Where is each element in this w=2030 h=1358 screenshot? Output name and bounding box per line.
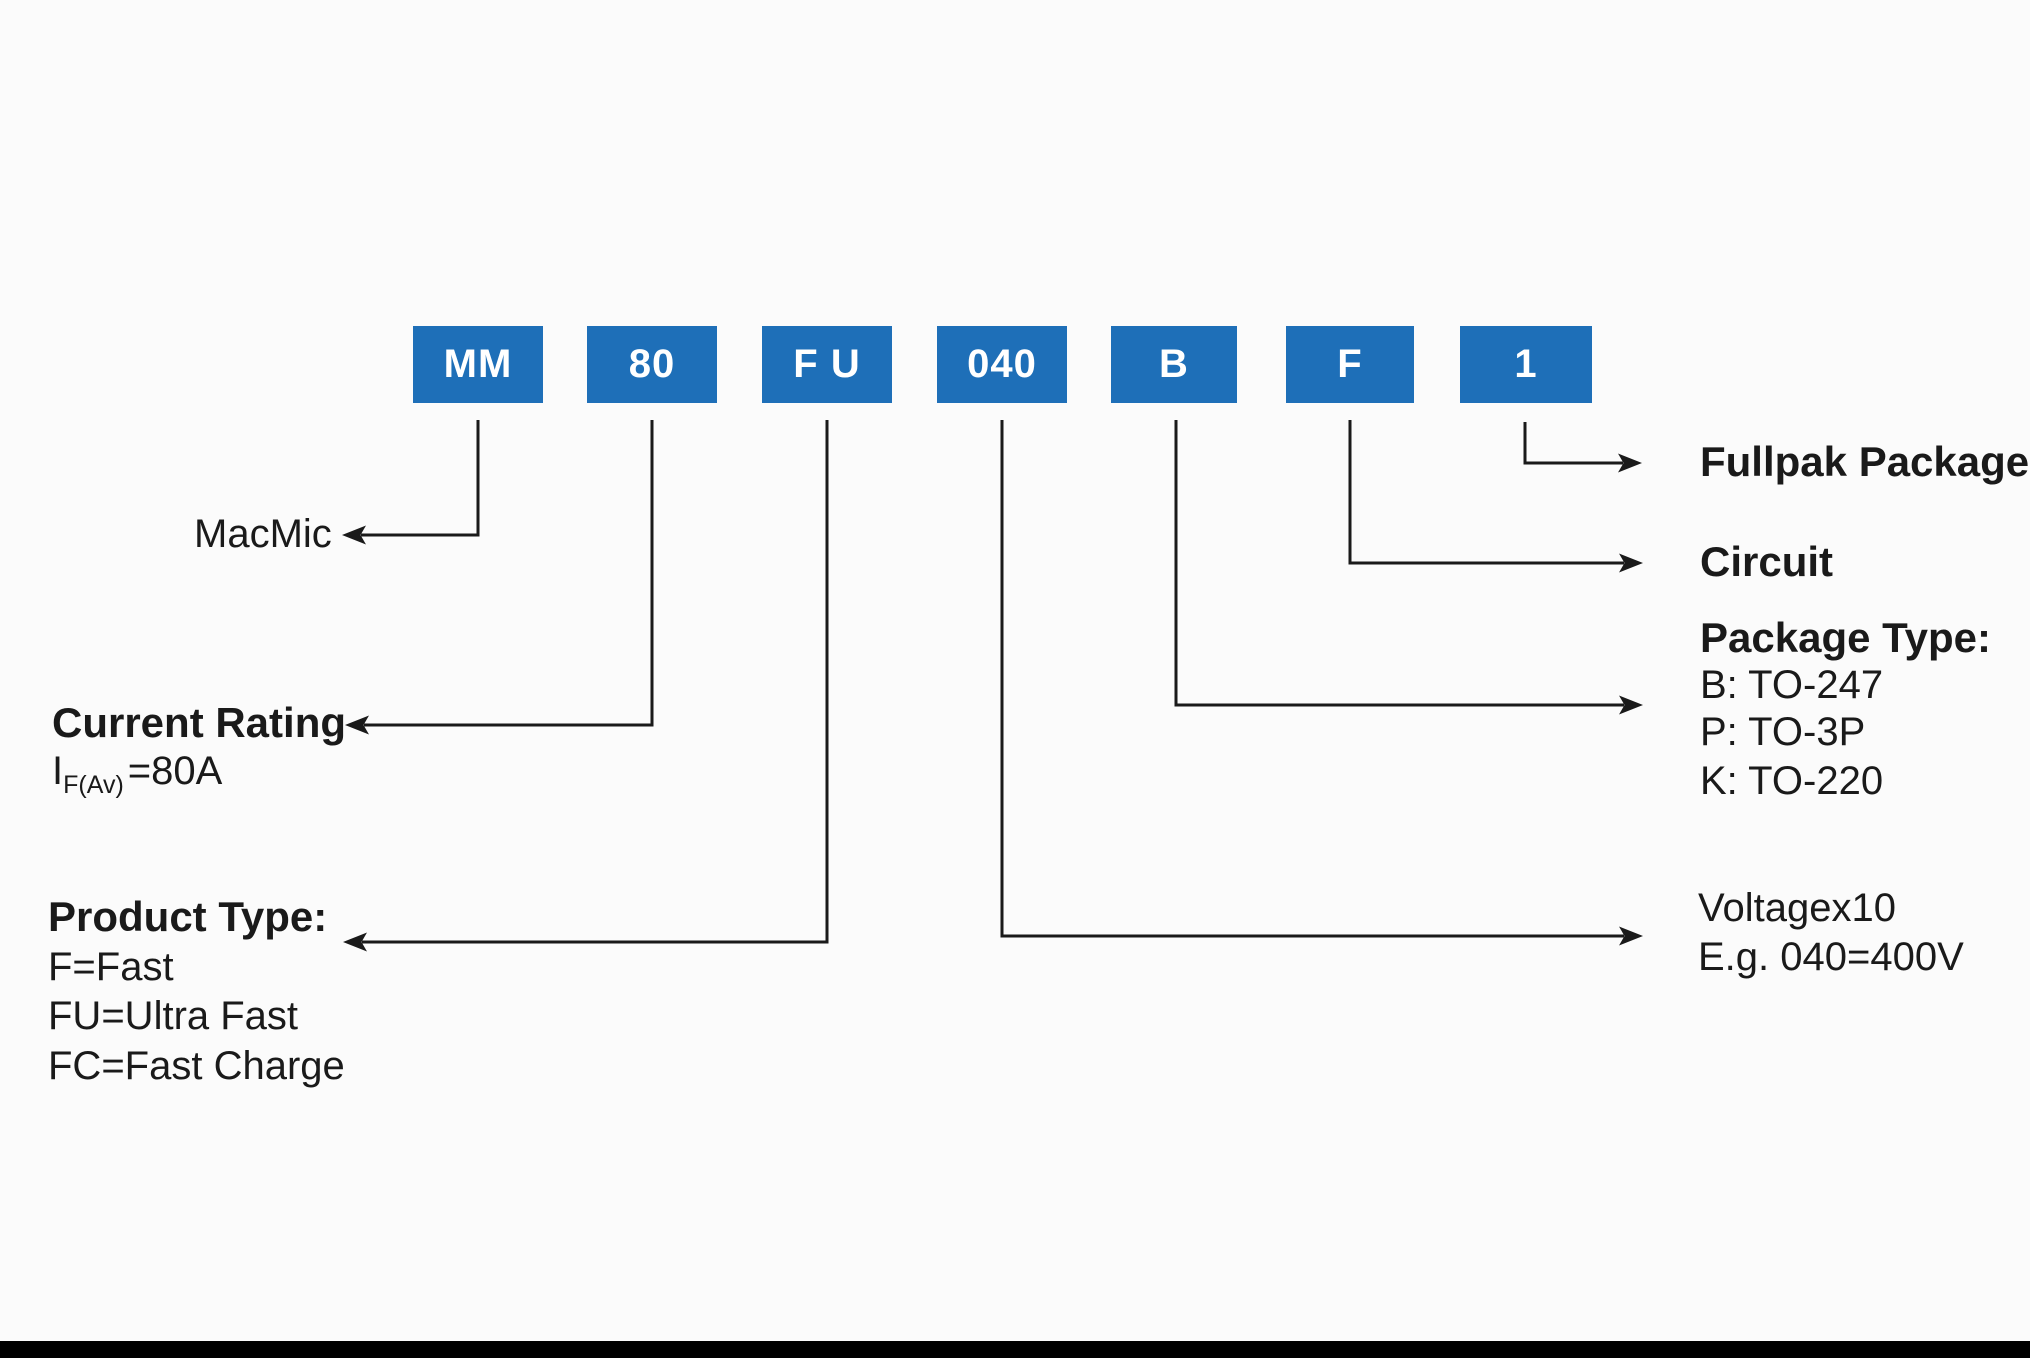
connector-circuit-line xyxy=(1348,420,1624,565)
label-circuit: Circuit xyxy=(1700,538,1834,586)
arrowhead-manufacturer xyxy=(342,525,366,545)
bottom-border xyxy=(0,1341,2030,1358)
code-box-current: 80 xyxy=(587,326,717,403)
current-value: =80A xyxy=(127,749,223,794)
connector-fullpak-line xyxy=(1523,422,1623,465)
label-product-type-option-f: F=Fast xyxy=(48,945,174,990)
label-package-option-p: P: TO-3P xyxy=(1700,710,1866,755)
arrowhead-product-type xyxy=(343,932,367,952)
arrowhead-current xyxy=(345,715,369,735)
arrowhead-package xyxy=(1619,695,1643,715)
label-voltage-example: E.g. 040=400V xyxy=(1698,935,1964,980)
label-package-type-title: Package Type: xyxy=(1700,614,1992,662)
label-voltage-formula: Voltagex10 xyxy=(1698,886,1896,931)
current-symbol-subscript: F(Av) xyxy=(63,771,124,800)
label-macmic: MacMic xyxy=(194,512,332,557)
label-product-type-title: Product Type: xyxy=(48,893,328,941)
code-box-circuit: F xyxy=(1286,326,1414,403)
label-fullpak-package: Fullpak Package xyxy=(1700,438,2030,486)
code-box-fullpak: 1 xyxy=(1460,326,1592,403)
label-current-rating-title: Current Rating xyxy=(52,699,346,747)
current-symbol-main: I xyxy=(52,749,64,794)
label-product-type-option-fu: FU=Ultra Fast xyxy=(48,994,299,1039)
label-package-option-k: K: TO-220 xyxy=(1700,759,1884,804)
label-product-type-option-fc: FC=Fast Charge xyxy=(48,1044,345,1089)
connector-voltage-line xyxy=(1000,420,1624,938)
connector-product-type-line xyxy=(362,420,829,944)
code-box-package: B xyxy=(1111,326,1237,403)
connector-manufacturer-line xyxy=(361,420,480,537)
code-box-manufacturer: MM xyxy=(413,326,543,403)
label-package-option-b: B: TO-247 xyxy=(1700,663,1884,708)
code-box-voltage: 040 xyxy=(937,326,1067,403)
arrowhead-circuit xyxy=(1619,553,1643,573)
arrowhead-voltage xyxy=(1619,926,1643,946)
connector-current-line xyxy=(364,420,654,727)
arrowhead-fullpak xyxy=(1618,453,1642,473)
label-current-rating-value: IF(Av)=80A xyxy=(52,749,223,798)
connector-package-line xyxy=(1174,420,1624,707)
code-box-product-type: F U xyxy=(762,326,892,403)
